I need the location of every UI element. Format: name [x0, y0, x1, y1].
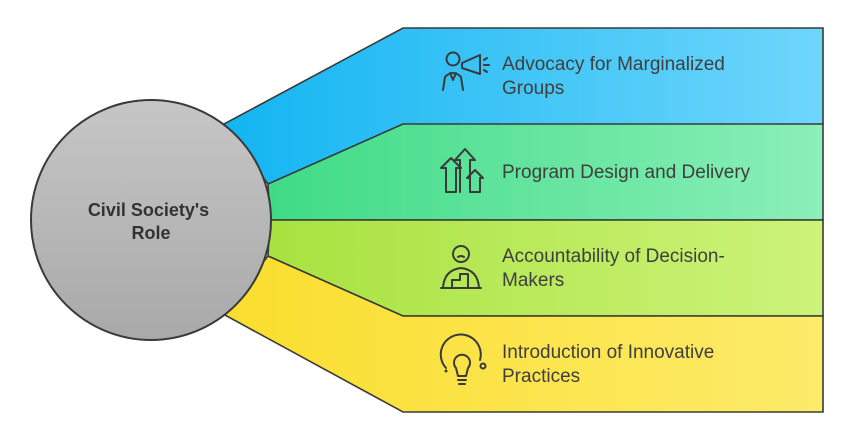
person-podium-icon	[440, 245, 482, 289]
branch-program-design: Program Design and Delivery	[267, 123, 824, 221]
branch-accountability: Accountability of Decision- Makers	[267, 219, 824, 317]
lightbulb-idea-icon	[439, 333, 487, 385]
center-circle	[30, 99, 272, 341]
megaphone-person-icon	[442, 51, 490, 91]
branch-label: Advocacy for Marginalized Groups	[502, 54, 730, 99]
center-label: Civil Society's Role	[88, 200, 214, 243]
branch-label: Introduction of Innovative Practices	[502, 342, 720, 387]
growth-arrows-icon	[440, 148, 484, 193]
branch-label: Accountability of Decision- Makers	[502, 246, 730, 291]
branch-label: Program Design and Delivery	[502, 162, 751, 183]
center-node: Civil Society's Role	[30, 99, 272, 341]
